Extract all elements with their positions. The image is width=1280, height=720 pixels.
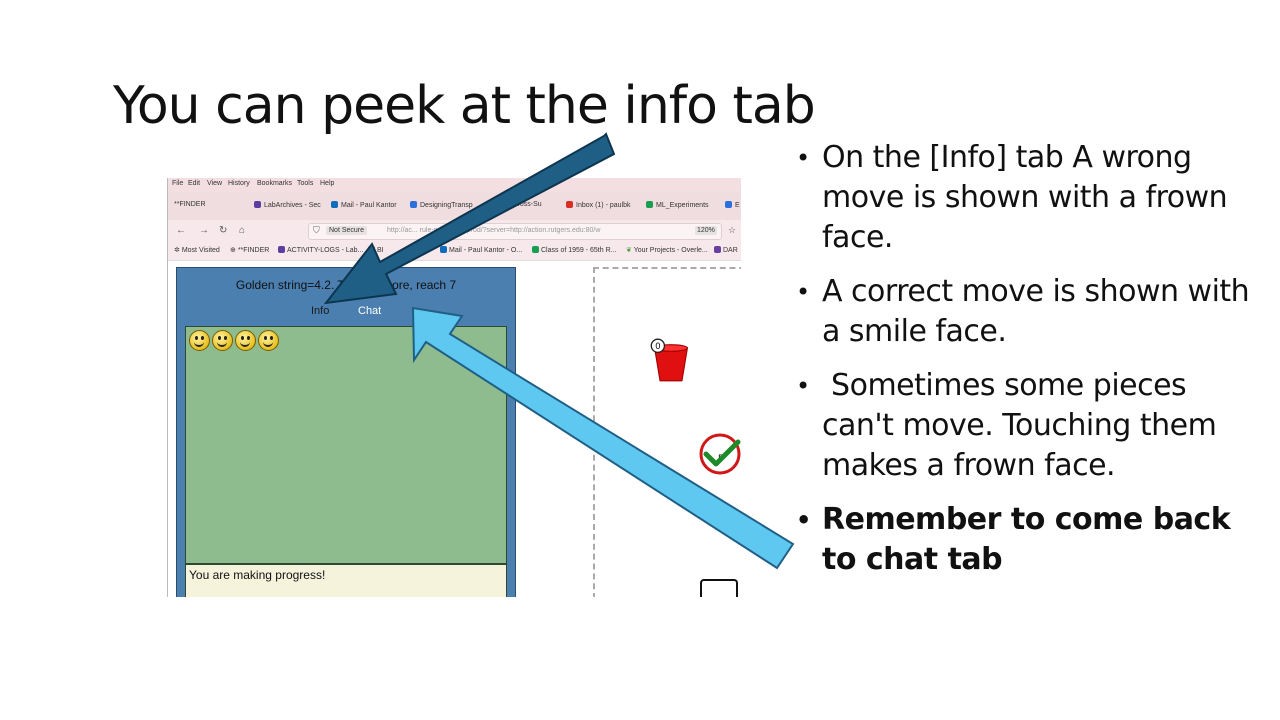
- bookmark-label: Class of 1959 - 65th R...: [541, 247, 617, 254]
- outlook-icon: [440, 246, 447, 253]
- golden-string-header: Golden string=4.2. To your score, reach …: [235, 278, 457, 292]
- not-secure-badge[interactable]: Not Secure: [326, 226, 368, 235]
- browser-tab-label: E: [735, 202, 740, 209]
- bookmark-item[interactable]: BI: [368, 246, 384, 254]
- zoom-badge[interactable]: 120%: [695, 226, 717, 235]
- square-piece-icon[interactable]: [700, 579, 738, 597]
- drive-icon: [532, 246, 539, 253]
- browser-tab-label: LabArchives - Sec: [264, 202, 321, 209]
- browser-tab[interactable]: DesigningTransp: [410, 201, 473, 209]
- bookmark-label: Your Projects - Overle...: [633, 247, 708, 254]
- browser-tab[interactable]: E: [725, 201, 740, 209]
- bucket-badge: 0: [655, 342, 661, 352]
- bullet-item-bold: Remember to come back to chat tab: [796, 500, 1266, 580]
- browser-tab-label: Mail - Paul Kantor: [341, 202, 397, 209]
- browser-tab-label: Inbox (1) - paulbk: [576, 202, 631, 209]
- bookmark-label: Mail - Paul Kantor - O...: [449, 247, 523, 254]
- browser-tab[interactable]: ML_Experiments: [646, 201, 709, 209]
- bookmark-item[interactable]: ✲ Most Visited: [174, 246, 220, 254]
- browser-tab[interactable]: Mail - Paul Kantor: [331, 201, 397, 209]
- gear-icon: ✲: [174, 247, 180, 254]
- browser-tab-strip: **FINDER LabArchives - Sec Mail - Paul K…: [168, 192, 741, 220]
- forward-icon[interactable]: →: [199, 225, 209, 236]
- menu-bookmarks[interactable]: Bookmarks: [257, 180, 293, 187]
- labarchives-icon: [278, 246, 285, 253]
- reload-icon[interactable]: ↻: [219, 225, 228, 236]
- back-icon[interactable]: ←: [176, 225, 186, 236]
- bookmark-item[interactable]: DAR: [714, 246, 738, 254]
- browser-tab-label: DesigningTransp: [420, 202, 473, 209]
- bookmark-label: BI: [377, 247, 384, 254]
- drive-icon: [646, 201, 653, 208]
- labarchives-icon: [254, 201, 261, 208]
- tab-chat[interactable]: Chat: [358, 305, 382, 317]
- checkmark-piece-icon[interactable]: F: [698, 432, 742, 476]
- url-text: http://ac... rule-game-test/prod/?server…: [387, 227, 601, 234]
- bullet-list: On the [Info] tab A wrong move is shown …: [796, 138, 1266, 594]
- bucket-icon[interactable]: 0: [650, 337, 692, 383]
- browser-tab-label: ML_Experiments: [656, 202, 709, 209]
- browser-tab[interactable]: **FINDER: [174, 201, 206, 208]
- globe-icon: ⊕: [230, 247, 236, 254]
- docs-icon: [725, 201, 732, 208]
- info-feedback-area: [185, 326, 507, 564]
- shield-icon: ⛉: [313, 225, 320, 235]
- game-page: Golden string=4.2. To your score, reach …: [168, 261, 741, 597]
- slide-title: You can peek at the info tab: [113, 76, 816, 136]
- microsoft-icon: [368, 246, 375, 253]
- bullet-item: A correct move is shown with a smile fac…: [796, 272, 1266, 352]
- gmail-icon: [566, 201, 573, 208]
- menu-edit[interactable]: Edit: [188, 180, 201, 187]
- progress-message: You are making progress!: [189, 568, 326, 582]
- dar-icon: [714, 246, 721, 253]
- menu-tools[interactable]: Tools: [297, 180, 314, 187]
- address-field[interactable]: ⛉ Not Secure http://ac... rule-game-test…: [308, 223, 722, 240]
- bullet-item: On the [Info] tab A wrong move is shown …: [796, 138, 1266, 258]
- browser-url-bar: ← → ↻ ⌂ ⛉ Not Secure http://ac... rule-g…: [168, 220, 741, 242]
- smile-face-icon: [258, 330, 279, 351]
- smile-face-row: [189, 330, 279, 351]
- bookmark-item[interactable]: ⊕ **FINDER: [230, 246, 269, 254]
- embedded-screenshot: File Edit View History Bookmarks Tools H…: [167, 178, 741, 597]
- smile-face-icon: [189, 330, 210, 351]
- bookmark-label: ACTIVITY-LOGS - Lab...: [287, 247, 364, 254]
- bookmark-item[interactable]: Class of 1959 - 65th R...: [532, 246, 616, 254]
- progress-message-box: You are making progress!: [185, 564, 507, 597]
- menu-file[interactable]: File: [172, 180, 184, 187]
- bookmark-label: DAR: [723, 247, 738, 254]
- menu-view[interactable]: View: [207, 180, 223, 187]
- menu-history[interactable]: History: [228, 180, 250, 187]
- star-icon[interactable]: ☆: [728, 225, 737, 235]
- smile-face-icon: [235, 330, 256, 351]
- browser-tab-label: "Cross-Su: [510, 201, 542, 208]
- bookmark-label: **FINDER: [237, 247, 270, 254]
- home-icon[interactable]: ⌂: [239, 225, 246, 236]
- game-side-panel: Golden string=4.2. To your score, reach …: [176, 267, 516, 597]
- tab-info[interactable]: Info: [311, 305, 330, 317]
- menu-help[interactable]: Help: [320, 180, 335, 187]
- bookmark-label: Most Visited: [181, 247, 220, 254]
- outlook-icon: [331, 201, 338, 208]
- browser-tab[interactable]: "Cross-Su: [510, 201, 542, 208]
- browser-tab[interactable]: LabArchives - Sec: [254, 201, 321, 209]
- browser-menubar: File Edit View History Bookmarks Tools H…: [168, 178, 741, 192]
- bookmarks-bar: ✲ Most Visited ⊕ **FINDER ACTIVITY-LOGS …: [168, 242, 741, 261]
- browser-tab[interactable]: Inbox (1) - paulbk: [566, 201, 630, 209]
- bookmark-item[interactable]: ACTIVITY-LOGS - Lab...: [278, 246, 363, 254]
- bookmark-item[interactable]: Mail - Paul Kantor - O...: [440, 246, 522, 254]
- bookmark-item[interactable]: ❦ Your Projects - Overle...: [626, 246, 708, 254]
- docs-icon: [410, 201, 417, 208]
- overleaf-icon: ❦: [626, 247, 632, 254]
- bullet-item: Sometimes some pieces can't move. Touchi…: [796, 366, 1266, 486]
- smile-face-icon: [212, 330, 233, 351]
